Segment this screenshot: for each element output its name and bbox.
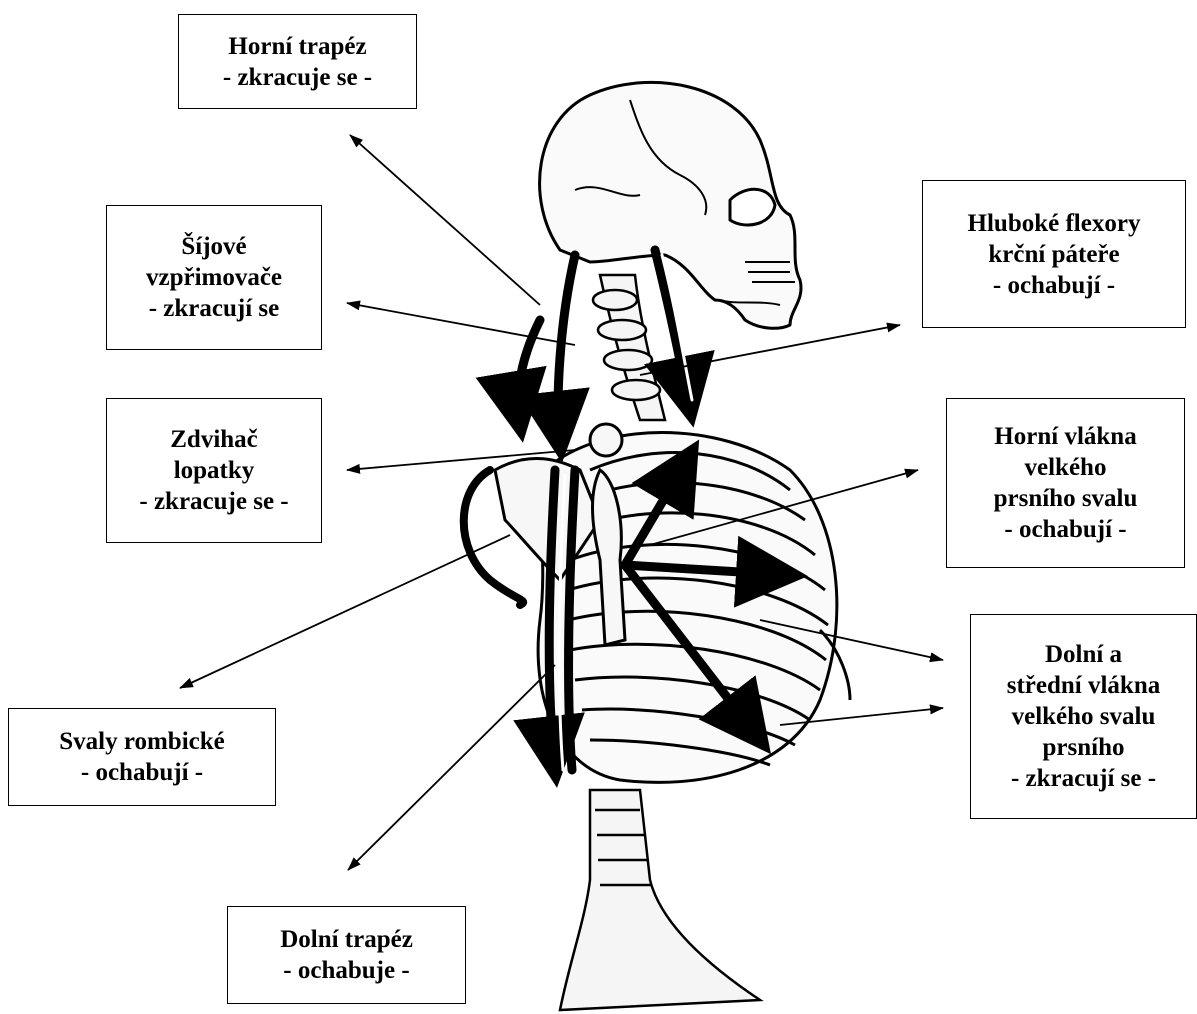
label-svaly-rombicke: Svaly rombické - ochabují - [8, 708, 276, 806]
label-line: vzpřimovače [146, 262, 282, 293]
label-line: Hluboké flexory [968, 208, 1141, 239]
label-line: Dolní a [1045, 639, 1122, 670]
label-line: lopatky [174, 455, 255, 486]
leader-rombicke [180, 535, 510, 688]
label-line: - zkracuje se - [139, 486, 288, 517]
label-line: krční páteře [988, 239, 1119, 270]
label-line: - zkracují se [149, 293, 280, 324]
label-line: Šíjové [181, 231, 246, 262]
label-zdvihac-lopatky: Zdvihač lopatky - zkracuje se - [106, 398, 322, 543]
label-line: Zdvihač [170, 424, 258, 455]
label-line: velkého svalu [1012, 701, 1156, 732]
label-line: Horní vlákna [994, 421, 1136, 452]
label-line: - ochabují - [81, 757, 203, 788]
label-line: střední vlákna [1007, 670, 1161, 701]
label-line: prsního svalu [994, 483, 1138, 514]
label-line: - ochabují - [993, 270, 1115, 301]
label-line: - ochabuje - [283, 955, 409, 986]
label-line: - ochabují - [1004, 514, 1126, 545]
label-horni-vlakna: Horní vlákna velkého prsního svalu - och… [946, 398, 1185, 568]
leader-dolni-trapez [348, 665, 555, 870]
label-line: - zkracují se - [1011, 763, 1156, 794]
label-line: prsního [1043, 732, 1125, 763]
label-dolni-stredni-vlakna: Dolní a střední vlákna velkého svalu prs… [970, 614, 1197, 819]
leader-horni-trapez [350, 135, 540, 305]
label-line: Horní trapéz [228, 31, 366, 62]
label-line: - zkracuje se - [223, 62, 372, 93]
label-sijove-vzprimovace: Šíjové vzpřimovače - zkracují se [106, 205, 322, 350]
label-horni-trapez: Horní trapéz - zkracuje se - [178, 14, 417, 109]
label-line: velkého [1025, 452, 1107, 483]
spine-lumbar [560, 790, 760, 1010]
label-dolni-trapez: Dolní trapéz - ochabuje - [227, 906, 466, 1004]
label-line: Dolní trapéz [280, 924, 413, 955]
label-hluboke-flexory: Hluboké flexory krční páteře - ochabují … [922, 180, 1186, 328]
spine-cervical [593, 275, 665, 420]
label-line: Svaly rombické [59, 726, 225, 757]
